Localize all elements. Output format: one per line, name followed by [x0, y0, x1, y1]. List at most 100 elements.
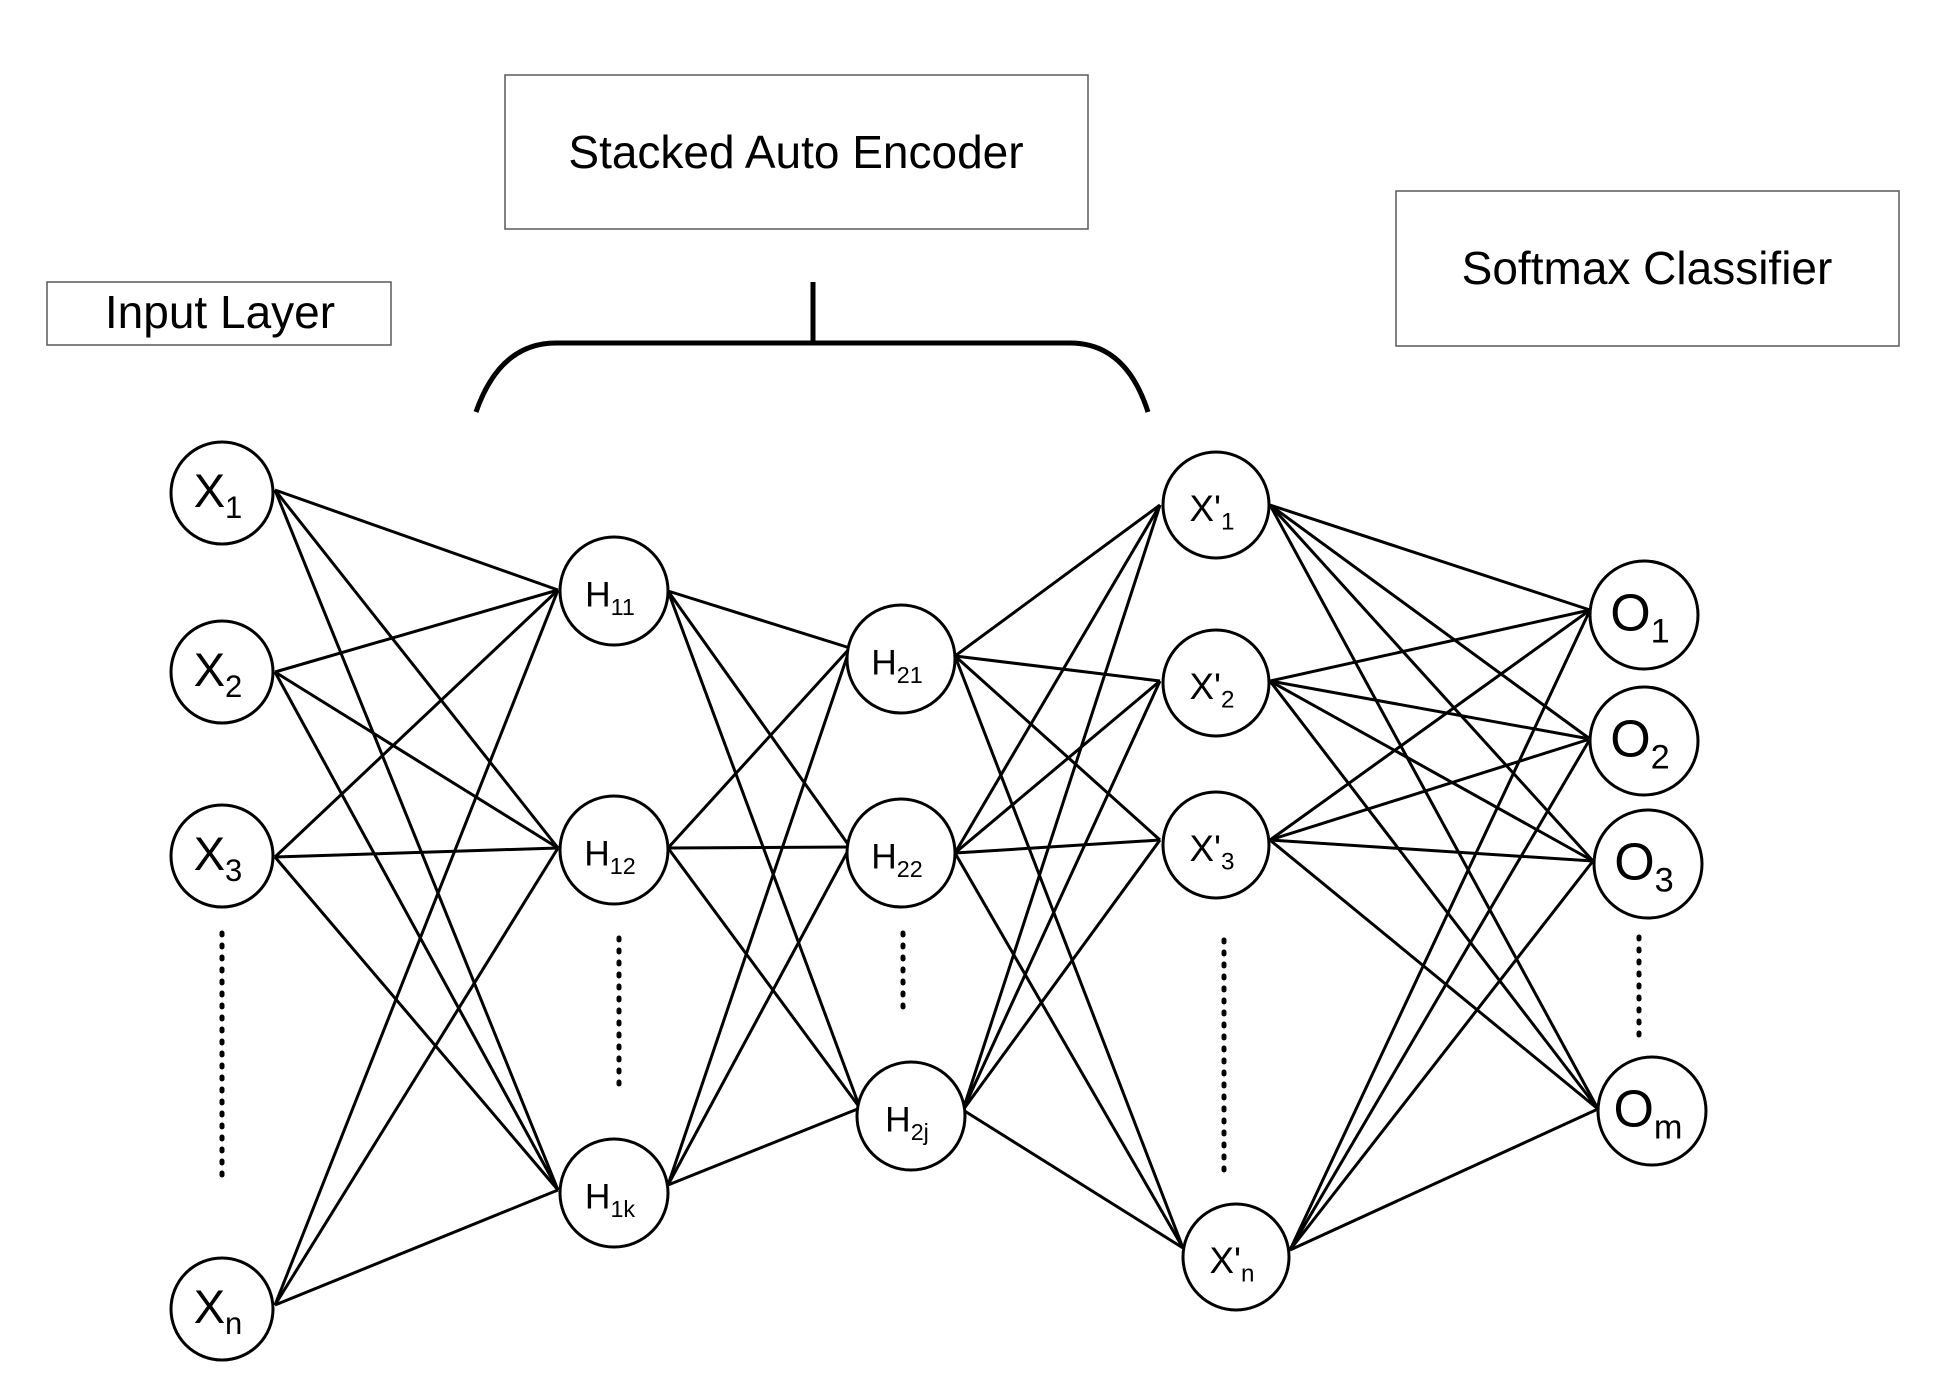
node-label: X1 [194, 464, 243, 525]
node-label: O2 [1610, 711, 1670, 777]
node-label: H1k [585, 1178, 636, 1222]
edge-x1-h12 [273, 489, 560, 849]
edge-xp3-om [1269, 838, 1599, 1111]
edge-h2j-xp3 [961, 839, 1162, 1111]
edge-xp1-o3 [1268, 503, 1595, 863]
node-circle [1596, 1055, 1708, 1167]
node-circle [845, 603, 957, 715]
edge-h12-h22 [667, 845, 851, 850]
node-h11: H11 [558, 535, 670, 647]
node-circle [558, 794, 670, 906]
auto-encoder-brace [473, 282, 1151, 413]
node-xp2: X'2 [1161, 628, 1271, 738]
edge-x1-h1k [273, 489, 560, 1191]
edge-h1k-h22 [666, 846, 852, 1186]
node-circle [1161, 790, 1271, 900]
node-label: H2j [885, 1101, 929, 1145]
ellipsis-dots [219, 930, 1642, 1188]
node-xp3: X'3 [1161, 790, 1271, 900]
edge-h11-h22 [666, 590, 852, 848]
node-label: X'n [1210, 1240, 1255, 1287]
node-h1k: H1k [558, 1137, 670, 1249]
input-layer-label: Input Layer [105, 286, 335, 338]
node-circle [169, 440, 275, 546]
edge-h21-xp3 [953, 654, 1162, 842]
node-circle [558, 1137, 670, 1249]
edge-h22-xp3 [954, 838, 1161, 855]
input-layer-box: Input Layer [46, 281, 392, 346]
edge-x2-h1k [273, 671, 560, 1191]
node-o1: O1 [1588, 559, 1700, 671]
edge-xpn-o1 [1288, 609, 1592, 1251]
node-x3: X3 [169, 803, 275, 909]
node-x2: X2 [169, 619, 275, 725]
stacked-auto-encoder-box: Stacked Auto Encoder [504, 74, 1089, 230]
edge-h2j-xp1 [961, 504, 1162, 1111]
stacked-auto-encoder-label: Stacked Auto Encoder [568, 126, 1023, 178]
edge-xp2-om [1268, 680, 1600, 1110]
node-circle [1161, 450, 1271, 560]
edge-x1-h11 [274, 488, 559, 592]
node-h22: H22 [845, 797, 957, 909]
edge-x3-h12 [274, 846, 559, 859]
edge-h12-h21 [666, 646, 852, 850]
edge-x2-h12 [274, 670, 559, 850]
edge-h11-h2j [666, 590, 862, 1109]
node-circle [845, 797, 957, 909]
node-h12: H12 [558, 794, 670, 906]
edge-xp3-o3 [1269, 838, 1594, 863]
edge-xp2-o1 [1269, 608, 1591, 683]
node-circle [1161, 628, 1271, 738]
edge-xpn-o2 [1288, 738, 1592, 1251]
edge-xp2-o3 [1269, 679, 1594, 863]
node-label: X'3 [1190, 828, 1235, 875]
node-label: Xn [194, 1280, 243, 1341]
softmax-classifier-box: Softmax Classifier [1395, 190, 1900, 347]
edge-h2j-xp2 [961, 680, 1162, 1111]
node-h2j: H2j [855, 1060, 967, 1172]
node-label: H21 [871, 644, 923, 688]
node-circle [1588, 685, 1700, 797]
edge-xp3-o2 [1269, 737, 1591, 842]
node-o3: O3 [1592, 808, 1704, 920]
edge-xn-h12 [273, 847, 560, 1306]
edge-xn-h11 [273, 589, 560, 1306]
edge-h21-xp2 [954, 654, 1161, 683]
node-circle [169, 1256, 275, 1362]
node-circle [1181, 1202, 1291, 1312]
node-label: H11 [585, 576, 635, 620]
edge-x2-h11 [274, 588, 559, 674]
edge-xp2-o2 [1269, 679, 1591, 741]
node-circle [1592, 808, 1704, 920]
node-h21: H21 [845, 603, 957, 715]
node-label: X3 [194, 827, 243, 888]
node-circle [169, 803, 275, 909]
edge-h22-xpn [953, 852, 1185, 1249]
edge-xp1-o2 [1269, 503, 1591, 741]
edge-xpn-om [1289, 1107, 1599, 1252]
node-xn: Xn [169, 1256, 275, 1362]
edge-h22-xp1 [953, 504, 1162, 854]
edge-xpn-o3 [1288, 860, 1595, 1251]
node-label: Om [1613, 1081, 1682, 1147]
node-circle [855, 1060, 967, 1172]
node-x1: X1 [169, 440, 275, 546]
connection-lines [273, 488, 1600, 1307]
node-o2: O2 [1588, 685, 1700, 797]
node-label: O3 [1614, 834, 1674, 900]
edge-h1k-h21 [666, 647, 852, 1186]
edge-xp1-o1 [1269, 503, 1591, 612]
edge-h21-xp1 [954, 503, 1161, 658]
edge-x3-h11 [273, 588, 560, 859]
node-xp1: X'1 [1161, 450, 1271, 560]
edge-h12-h2j [666, 847, 862, 1109]
edge-x3-h1k [273, 856, 560, 1191]
edge-h2j-xpn [962, 1108, 1184, 1250]
edge-h1k-h2j [667, 1106, 861, 1187]
node-label: X2 [194, 643, 243, 704]
node-label: H12 [584, 835, 636, 879]
softmax-classifier-label: Softmax Classifier [1462, 242, 1833, 294]
edge-xp3-o1 [1269, 608, 1591, 842]
